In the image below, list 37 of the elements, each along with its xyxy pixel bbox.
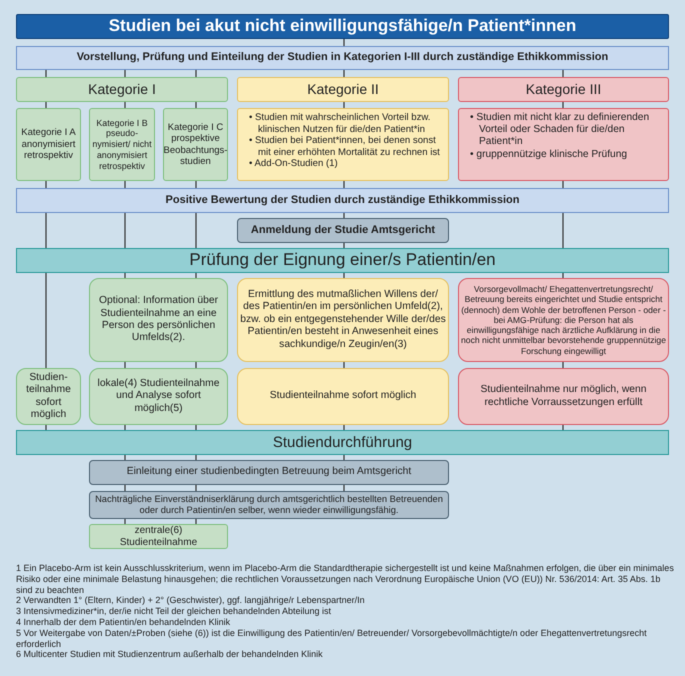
process-box: Vorsorgevollmacht/ Ehegattenvertretungsrecht/ Betreuung bereits eingerichtet und Studie entspricht (dennoch) dem Wohle der betroffenen Person - oder - bei AMG-Prüfung: die Person hat als einwilligungsfähige nach ärztliche Aufklärung in die noch nicht unmittelbar bevorstehende gruppennützige Forschung eingewilligt <box>458 278 669 362</box>
title-banner: Studien bei akut nicht einwilligungsfähige/n Patient*innen <box>16 14 669 39</box>
criteria-box <box>458 108 669 181</box>
process-box: Anmeldung der Studie Amtsgericht <box>237 218 449 243</box>
bullet-list: • Studien mit wahrscheinlichen Vorteil bzw. klinischen Nutzen für die/den Patient*in • Studien bei Patient*innen, bei denen sonst mit einer erhöhten Mortalität zu rechnen ist • Add-On-Studien (1) <box>239 112 447 170</box>
connector-line <box>45 273 47 368</box>
connector-line <box>45 213 47 248</box>
process-box: Nachträgliche Einverständniserklärung durch amtsgerichtlich bestellten Betreuenden oder durch Patientin/en selber, wenn wieder einwilligungsfähig. <box>89 491 449 519</box>
category-box: Kategorie I C prospektive Beobachtungs-studien <box>163 108 228 181</box>
connector-line <box>562 213 564 248</box>
outcome-box: Studien-teilnahme sofort möglich <box>16 368 81 425</box>
outcome-box: zentrale(6) Studienteilnahme <box>89 524 228 549</box>
footnote: 3 Intensivmediziner*in, der/ie nicht Teil der gleichen behandelnden Abteilung ist <box>16 606 332 617</box>
process-box: Ermittlung des mutmaßlichen Willens der/ des Patientin/en im persönlichen Umfeld(2), bzw. ob ein entgegenstehender Wille der/des Patientin/en besteht in Anwesenheit eines sachkundige/n Zeugin/en(3) <box>237 278 449 362</box>
process-band: Vorstellung, Prüfung und Einteilung der Studien in Kategorien I-III durch zuständige Ethikkommission <box>16 46 669 70</box>
connector-line <box>124 213 126 248</box>
footnote: 5 Vor Weitergabe von Daten/±Proben (siehe (6)) ist die Einwilligung des Patientin/en/ Betreuender/ Vorsorgebevollmächtigte/n oder Ehegattenvertretungsrecht erforderlich <box>16 628 648 650</box>
process-band: Prüfung der Eignung einer/s Patientin/en <box>16 248 669 273</box>
outcome-box: Studienteilnahme sofort möglich <box>237 368 449 425</box>
footnote: 1 Ein Placebo-Arm ist kein Ausschlusskriterium, wenn im Placebo-Arm die Standardtherapie sichergestellt ist und keine Maßnahmen erfolgen, die über ein minimales Risiko oder eine minimale Belastung hinausgehen; die rechtlichen Voraussetzungen nach Verordnung Europäische Union (VO (EU)) Nr. 536/2014: Art. 35 Abs. 1b sind zu beachten <box>16 563 675 596</box>
process-band: Studiendurchführung <box>16 430 669 455</box>
category-box: Kategorie I A anonymisiert retrospektiv <box>16 108 81 181</box>
connector-line <box>195 213 197 248</box>
outcome-box: Studienteilnahme nur möglich, wenn rechtliche Vorraussetzungen erfüllt <box>458 368 669 425</box>
category-header: Kategorie III <box>458 77 669 102</box>
footnote: 4 Innerhalb der dem Patientin/en behandelnden Klinik <box>16 616 232 628</box>
process-box: Einleitung einer studienbedingten Betreuung beim Amtsgericht <box>89 460 449 485</box>
process-band: Positive Bewertung der Studien durch zuständige Ethikkommission <box>16 188 669 213</box>
category-box: Kategorie I B pseudo-nymisiert/ nicht anonymisiert retrospektiv <box>89 108 155 181</box>
category-header: Kategorie II <box>237 77 449 102</box>
footnote: 6 Multicenter Studien mit Studienzentrum außerhalb der behandelnden Klinik <box>16 649 324 660</box>
outcome-box: lokale(4) Studienteilnahme und Analyse sofort möglich(5) <box>89 368 228 425</box>
footnote: 2 Verwandten 1° (Eltern, Kinder) + 2° (Geschwister), ggf. langjährige/r Lebenspartner/In <box>16 595 366 606</box>
criteria-box <box>237 108 449 181</box>
category-header: Kategorie I <box>16 77 228 102</box>
process-box: Optional: Information über Studienteilnahme an eine Person des persönlichen Umfelds(2). <box>89 278 228 362</box>
bullet-list: • Studien mit nicht klar zu definierenden Vorteil oder Schaden für die/den Patient*in • gruppennützige klinische Prüfung <box>460 112 667 161</box>
